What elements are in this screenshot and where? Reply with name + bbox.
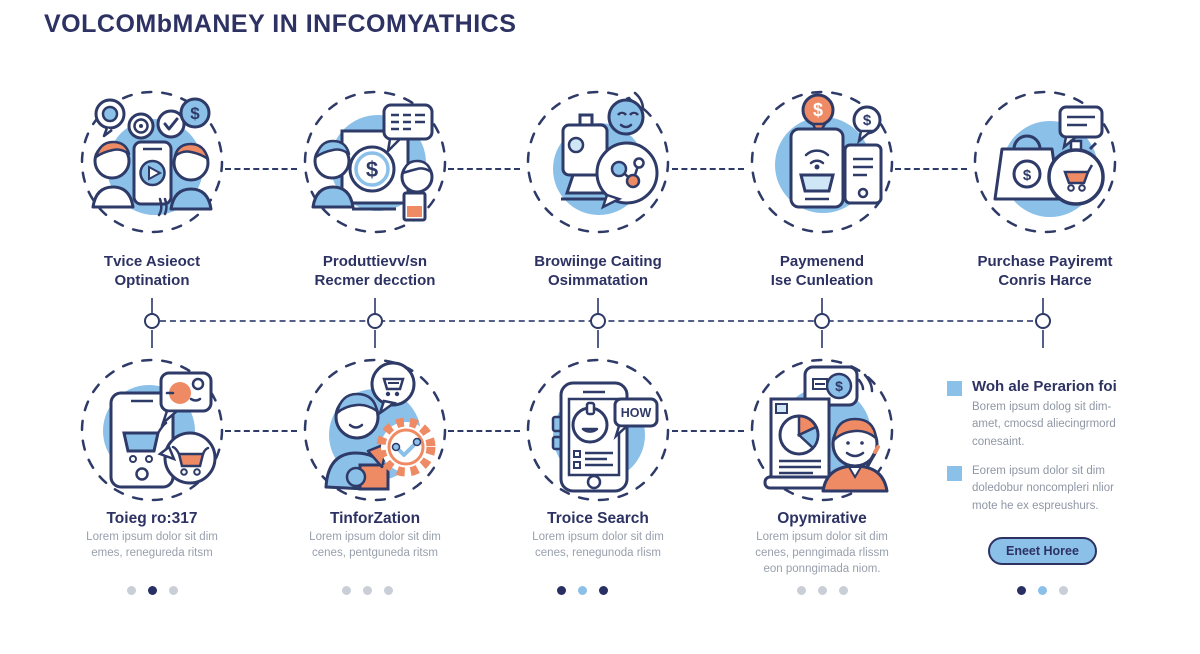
bottom-step-3-body: Lorem ipsum dolor sit dim cenes, renegun…: [532, 531, 664, 560]
pagination-dot[interactable]: [169, 586, 178, 595]
svg-text:$: $: [366, 157, 378, 182]
connector-tick: [821, 330, 823, 348]
connector-tick: [374, 330, 376, 348]
arrowhead-icon: [512, 162, 524, 174]
top-step-5-label: Purchase Payiremt Conris Harce: [977, 253, 1113, 290]
arrowhead-icon: [668, 162, 680, 174]
pagination-dot[interactable]: [797, 586, 806, 595]
bottom-step-1-title: Toieg ro:317: [106, 510, 198, 527]
timeline-node-3: [590, 313, 606, 329]
audience-video-icon: $: [80, 90, 224, 234]
pagination-dot[interactable]: [384, 586, 393, 595]
enter-here-button[interactable]: Eneet Horee: [988, 537, 1097, 565]
page-title: VOLCOMbMANEY IN INFCOMYATHICS: [44, 10, 517, 38]
arrowhead-icon: [512, 424, 524, 436]
pagination-dot[interactable]: [557, 586, 566, 595]
person-gear-icon: [303, 358, 447, 502]
pagination-dot[interactable]: [818, 586, 827, 595]
bottom-step-3-title: Troice Search: [547, 510, 649, 527]
flow-arrow-right: [225, 168, 297, 170]
mobile-cart-icon: [80, 358, 224, 502]
bottom-step-2-circle: [300, 355, 450, 505]
top-step-5-circle: $: [970, 87, 1120, 237]
arrowhead-icon: [736, 424, 748, 436]
sidebar-item-1-body: Borem ipsum dolog sit dim- amet, cmocsd …: [972, 401, 1116, 448]
top-step-2-circle: $: [300, 87, 450, 237]
svg-text:$: $: [1023, 167, 1032, 184]
sidebar-item-2-body: Eorem ipsum dolor sit dim doledobur nonc…: [972, 465, 1114, 512]
timeline-node-4: [814, 313, 830, 329]
top-step-1-label: Tvice Asieoct Optination: [103, 253, 201, 290]
pagination-dot[interactable]: [148, 586, 157, 595]
timeline-node-2: [367, 313, 383, 329]
pagination-group-5: [1017, 586, 1068, 595]
voice-search-phone-icon: HOW: [526, 358, 670, 502]
svg-text:$: $: [813, 100, 823, 120]
bottom-step-2-body: Lorem ipsum dolor sit dim cenes, pentgun…: [309, 531, 441, 560]
timeline-node-1: [144, 313, 160, 329]
pagination-dot[interactable]: [1059, 586, 1068, 595]
bottom-step-1-body: Lorem ipsum dolor sit dim emes, renegure…: [86, 531, 218, 560]
pagination-group-2: [342, 586, 393, 595]
pagination-dot[interactable]: [1038, 586, 1047, 595]
flow-arrow-both: [672, 168, 744, 170]
purchase-time-icon: $: [973, 90, 1117, 234]
top-step-4-label: Paymenend Ise Cunleation: [770, 253, 874, 290]
pagination-dot[interactable]: [599, 586, 608, 595]
product-recommendation-icon: $: [303, 90, 447, 234]
pagination-dot[interactable]: [578, 586, 587, 595]
connector-tick: [1042, 298, 1044, 314]
flow-arrow-right: [672, 430, 744, 432]
top-step-2-label: Produttievv/sn Recmer decction: [314, 253, 436, 290]
arrowhead-icon: [959, 162, 971, 174]
flow-arrow-right: [895, 168, 967, 170]
connector-tick: [597, 298, 599, 314]
how-bubble-text: HOW: [621, 406, 652, 420]
connector-tick: [597, 330, 599, 348]
arrowhead-icon: [736, 162, 748, 174]
bullet-square-icon: [947, 466, 962, 481]
top-step-3-circle: [523, 87, 673, 237]
pagination-dot[interactable]: [839, 586, 848, 595]
arrowhead-icon: [221, 424, 233, 436]
connector-tick: [374, 298, 376, 314]
connector-tick: [821, 298, 823, 314]
pagination-dot[interactable]: [1017, 586, 1026, 595]
bottom-step-4-title: Opymirative: [777, 510, 867, 527]
pagination-dot[interactable]: [127, 586, 136, 595]
bottom-step-4-body: Lorem ipsum dolor sit dim cenes, penngim…: [755, 531, 889, 576]
timeline-node-5: [1035, 313, 1051, 329]
flow-arrow-left: [225, 430, 297, 432]
pagination-dot[interactable]: [342, 586, 351, 595]
arrowhead-icon: [289, 162, 301, 174]
connector-tick: [151, 298, 153, 314]
flow-arrow-right: [448, 430, 520, 432]
payment-wireless-icon: $ $: [750, 90, 894, 234]
browsing-chat-icon: [526, 90, 670, 234]
bottom-step-4-circle: $: [747, 355, 897, 505]
pagination-group-4: [797, 586, 848, 595]
bottom-step-3-circle: HOW: [523, 355, 673, 505]
pagination-group-1: [127, 586, 178, 595]
top-step-4-circle: $ $: [747, 87, 897, 237]
bottom-step-2-title: TinforZation: [329, 510, 421, 527]
svg-text:$: $: [863, 112, 872, 129]
connector-tick: [1042, 330, 1044, 348]
analytics-report-icon: $: [750, 358, 894, 502]
top-step-3-label: Browiinge Caiting Osimmatation: [534, 253, 662, 290]
bullet-square-icon: [947, 381, 962, 396]
pagination-dot[interactable]: [363, 586, 372, 595]
pagination-group-3: [557, 586, 608, 595]
top-step-1-circle: $: [77, 87, 227, 237]
connector-tick: [151, 330, 153, 348]
bottom-step-1-circle: [77, 355, 227, 505]
svg-text:$: $: [835, 378, 843, 394]
svg-text:$: $: [190, 104, 200, 123]
flow-arrow-right: [448, 168, 520, 170]
sidebar-item-1-heading: Woh ale Perarion foi: [972, 378, 1117, 395]
